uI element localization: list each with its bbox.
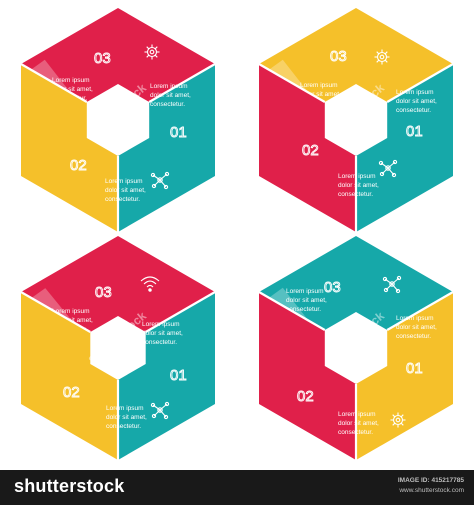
footer-bar: shutterstock IMAGE ID: 415217785 www.shu…: [0, 470, 474, 505]
segment-text-line: consectetur.: [142, 339, 177, 346]
segment-number: 03: [94, 50, 111, 67]
segment-number: 01: [170, 124, 187, 141]
gear-icon: [374, 49, 390, 65]
segment-text-line: dolor sit amet,: [338, 420, 379, 427]
segment-01: [118, 292, 215, 460]
segment-separator: [258, 291, 326, 331]
segment-text-line: dolor sit amet,: [52, 86, 93, 93]
segment-02: [21, 292, 118, 460]
segment-text-line: Lorem ipsum: [396, 89, 434, 96]
segment-01: [356, 64, 453, 232]
segment-text-line: dolor sit amet,: [106, 414, 147, 421]
segment-text-line: dolor sit amet,: [286, 297, 327, 304]
segment-number: 01: [406, 123, 423, 140]
segment-separator: [20, 63, 88, 103]
gear-icon: [144, 44, 160, 60]
segment-text-line: Lorem ipsum: [105, 178, 143, 185]
segment-text-line: consectetur.: [396, 333, 431, 340]
segment-03: [259, 236, 453, 330]
segment-number: 02: [302, 142, 319, 159]
segment-text-line: Lorem ipsum: [150, 83, 188, 90]
segment-03: [21, 236, 215, 332]
segment-text-line: dolor sit amet,: [105, 187, 146, 194]
segment-text-line: dolor sit amet,: [396, 324, 437, 331]
segment-number: 01: [170, 367, 187, 384]
segment-fold-accent: [30, 59, 71, 93]
segment-text-line: consectetur.: [105, 196, 140, 203]
segment-separator: [20, 291, 91, 333]
segment-02: [21, 64, 118, 232]
segment-number: 03: [330, 48, 347, 65]
segment-01: [118, 64, 215, 232]
segment-text-line: dolor sit amet,: [142, 330, 183, 337]
segment-02: [259, 292, 356, 460]
molecule-icon: [150, 171, 170, 190]
segment-number: 03: [95, 284, 112, 301]
segment-number: 03: [324, 279, 341, 296]
segment-separator: [386, 291, 454, 331]
molecule-icon: [382, 275, 402, 294]
segment-text-line: Lorem ipsum: [106, 405, 144, 412]
segment-text-line: Lorem ipsum: [286, 288, 324, 295]
image-id-label: IMAGE ID: 415217785: [397, 477, 464, 484]
segment-text-line: dolor sit amet,: [396, 98, 437, 105]
segment-number: 02: [297, 388, 314, 405]
segment-text-line: consectetur.: [396, 107, 431, 114]
segment-number: 01: [406, 360, 423, 377]
segment-03: [21, 8, 215, 102]
segment-text-line: dolor sit amet,: [338, 182, 379, 189]
segment-text-line: Lorem ipsum: [300, 82, 338, 89]
segment-text-line: dolor sit amet,: [150, 92, 191, 99]
segment-number: 02: [63, 384, 80, 401]
site-url: www.shutterstock.com: [399, 487, 464, 494]
segment-separator: [386, 63, 454, 103]
segment-number: 02: [70, 157, 87, 174]
segment-fold-accent: [268, 287, 309, 321]
segment-fold-accent: [31, 288, 73, 322]
segment-01: [356, 292, 453, 460]
wifi-icon: [140, 276, 160, 292]
segment-03: [259, 8, 453, 102]
molecule-icon: [378, 159, 398, 178]
segment-separator: [148, 63, 216, 103]
gear-icon: [390, 412, 406, 428]
segment-text-line: Lorem ipsum: [52, 77, 90, 84]
segment-text-line: Lorem ipsum: [52, 308, 90, 315]
segment-text-line: dolor sit amet,: [300, 91, 341, 98]
segment-separator: [258, 63, 326, 103]
segment-text-line: consectetur.: [150, 101, 185, 108]
molecule-icon: [150, 401, 170, 420]
segment-02: [259, 64, 356, 232]
segment-fold-accent: [268, 59, 309, 93]
segment-text-line: Lorem ipsum: [396, 315, 434, 322]
segment-text-line: consectetur.: [286, 306, 321, 313]
footer-logo: shutterstock: [14, 476, 125, 496]
segment-text-line: consectetur.: [106, 423, 141, 430]
segment-separator: [145, 291, 216, 333]
